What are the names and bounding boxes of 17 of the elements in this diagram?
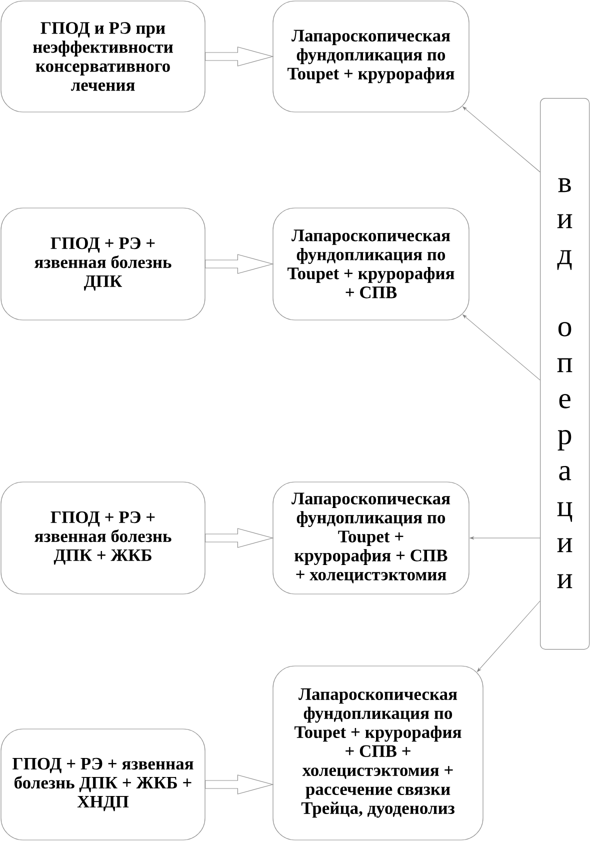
- vertical-label-box: вид операции: [540, 98, 590, 650]
- arrow: [462, 106, 540, 172]
- diagnosis-box: ГПОД + РЭ + язвенная болезнь ДПК + ЖКБ + ХНДП: [0, 728, 206, 840]
- operation-box: Лапароскопическая фундопликация по Toupet + крурорафия + СПВ + холецистэктомия + рассечение связки Трейца, дуоденолиз: [272, 666, 484, 840]
- arrow: [462, 314, 540, 380]
- operation-box: Лапароскопическая фундопликация по Toupet + крурорафия + СПВ: [272, 208, 470, 320]
- block-arrow: [205, 46, 274, 66]
- block-arrow: [205, 528, 274, 548]
- arrow: [477, 600, 540, 672]
- arrow: [470, 536, 540, 540]
- diagnosis-box: ГПОД + РЭ + язвенная болезнь ДПК: [0, 208, 206, 320]
- block-arrow: [205, 774, 274, 794]
- diagnosis-box: ГПОД и РЭ при неэффективности консервативного лечения: [0, 0, 206, 112]
- operation-box: Лапароскопическая фундопликация по Toupet + крурорафия + СПВ + холецистэктомия: [272, 482, 470, 594]
- diagnosis-box: ГПОД + РЭ + язвенная болезнь ДПК + ЖКБ: [0, 482, 206, 594]
- block-arrow: [205, 254, 274, 274]
- operation-box: Лапароскопическая фундопликация по Toupet + крурорафия: [272, 0, 470, 112]
